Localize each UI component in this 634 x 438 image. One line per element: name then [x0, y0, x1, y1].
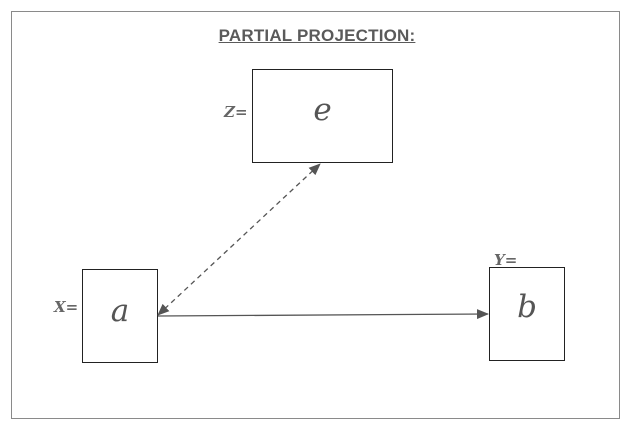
node-x-label: X= [54, 298, 79, 316]
edge-x-z-dashed [157, 163, 321, 316]
node-y-value: b [517, 289, 537, 325]
node-x-value: a [110, 293, 130, 329]
diagram-frame [11, 11, 620, 419]
node-z-box: e [252, 69, 393, 163]
node-y-label: Y= [494, 251, 518, 269]
node-y-box: b [489, 267, 565, 361]
node-z-label: Z= [224, 103, 248, 121]
node-x-box: a [82, 269, 158, 363]
node-z-value: e [313, 92, 332, 128]
edge-x-to-y [157, 309, 489, 320]
diagram-title: PARTIAL PROJECTION: [218, 26, 416, 45]
